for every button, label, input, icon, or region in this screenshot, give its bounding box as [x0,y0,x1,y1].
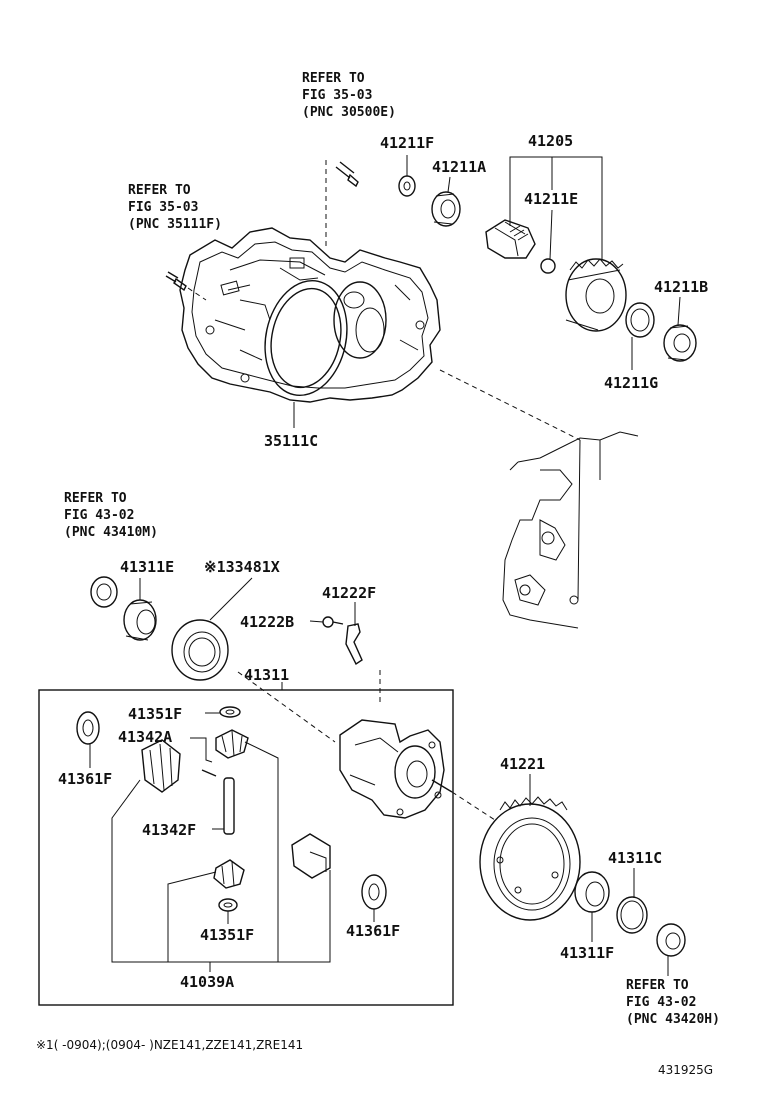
pinion-41342A-bottom[interactable] [213,859,245,889]
label-41221[interactable]: 41221 [500,755,545,773]
ring-gear-41221[interactable] [479,796,581,921]
label-41311F[interactable]: 41311F [560,944,614,962]
label-41039A[interactable]: 41039A [180,973,234,991]
washer-41361F-left[interactable] [76,711,100,745]
label-41222F[interactable]: 41222F [322,584,376,602]
washer-41211F[interactable] [398,175,416,197]
plate-41222F[interactable] [345,623,363,666]
refer-label-left-middle: REFER TO FIG 43-02 (PNC 43410M) [64,491,158,540]
leader-lines [89,155,681,976]
label-41342F[interactable]: 41342F [142,821,196,839]
kit-box [38,689,454,1006]
washer-41361F-right[interactable] [361,874,387,910]
bearing-41311F[interactable] [574,871,610,913]
spacer-41211E[interactable] [540,258,556,274]
refer-left-upper-line2: FIG 35-03 [128,200,198,215]
case-bolt-top[interactable] [325,160,359,250]
washer-41351F-top[interactable] [219,706,241,718]
seal-refer-43410M[interactable] [90,576,118,608]
label-41311C[interactable]: 41311C [608,849,662,867]
refer-top-line1: REFER TO [302,71,365,86]
vehicle-outline [439,369,639,629]
label-35111C[interactable]: 35111C [264,432,318,450]
seal-41211G[interactable] [625,302,655,338]
label-41211F[interactable]: 41211F [380,134,434,152]
refer-left-middle-line3: (PNC 43410M) [64,525,158,540]
drive-gear[interactable] [565,258,627,332]
label-41311E[interactable]: 41311E [120,558,174,576]
label-41311[interactable]: 41311 [244,666,289,684]
refer-left-middle-line2: FIG 43-02 [64,508,134,523]
label-41222B[interactable]: 41222B [240,613,294,631]
bearing-41211A[interactable] [431,191,461,227]
refer-left-upper-line1: REFER TO [128,183,191,198]
refer-bottom-right-line1: REFER TO [626,978,689,993]
pin-41342F-small[interactable] [201,769,217,777]
refer-top-line2: FIG 35-03 [302,88,372,103]
refer-left-upper-line3: (PNC 35111F) [128,217,222,232]
seal-refer-43420H[interactable] [656,923,686,957]
label-41351F-bottom[interactable]: 41351F [200,926,254,944]
side-gear-right[interactable] [291,833,331,879]
label-41205[interactable]: 41205 [528,132,573,150]
shaft-41342F[interactable] [223,777,235,835]
case-bolt-left[interactable] [165,271,207,301]
shaft-41205[interactable] [485,219,536,259]
refer-bottom-right-line3: (PNC 43420H) [626,1012,720,1027]
differential-case[interactable] [339,719,453,819]
label-41211B[interactable]: 41211B [654,278,708,296]
label-41211E[interactable]: 41211E [524,190,578,208]
refer-label-bottom-right: REFER TO FIG 43-02 (PNC 43420H) [626,978,720,1027]
label-41211G[interactable]: 41211G [604,374,658,392]
label-41351F-top[interactable]: 41351F [128,705,182,723]
refer-label-top: REFER TO FIG 35-03 (PNC 30500E) [302,71,396,120]
bearing-race-33481X[interactable] [171,619,229,681]
bolt-41222B[interactable] [322,616,344,628]
label-33481X[interactable]: ※133481X [204,558,280,576]
refer-top-line3: (PNC 30500E) [302,105,396,120]
side-gear-left[interactable] [141,739,181,793]
label-41342A[interactable]: 41342A [118,728,172,746]
label-41211A[interactable]: 41211A [432,158,486,176]
refer-bottom-right-line2: FIG 43-02 [626,995,696,1010]
figure-code: 431925G [658,1063,713,1077]
shim-41311C[interactable] [616,896,648,934]
transaxle-case[interactable] [179,227,441,403]
label-41361F-right[interactable]: 41361F [346,922,400,940]
pinion-41342A-top[interactable] [215,729,249,759]
refer-label-left-upper: REFER TO FIG 35-03 (PNC 35111F) [128,183,222,232]
washer-41351F-bottom[interactable] [218,898,238,912]
refer-left-middle-line1: REFER TO [64,491,127,506]
label-41361F-left[interactable]: 41361F [58,770,112,788]
bearing-41311E[interactable] [123,599,157,641]
bearing-41211B[interactable] [663,324,697,362]
footnote: ※1( -0904);(0904- )NZE141,ZZE141,ZRE141 [36,1038,303,1052]
